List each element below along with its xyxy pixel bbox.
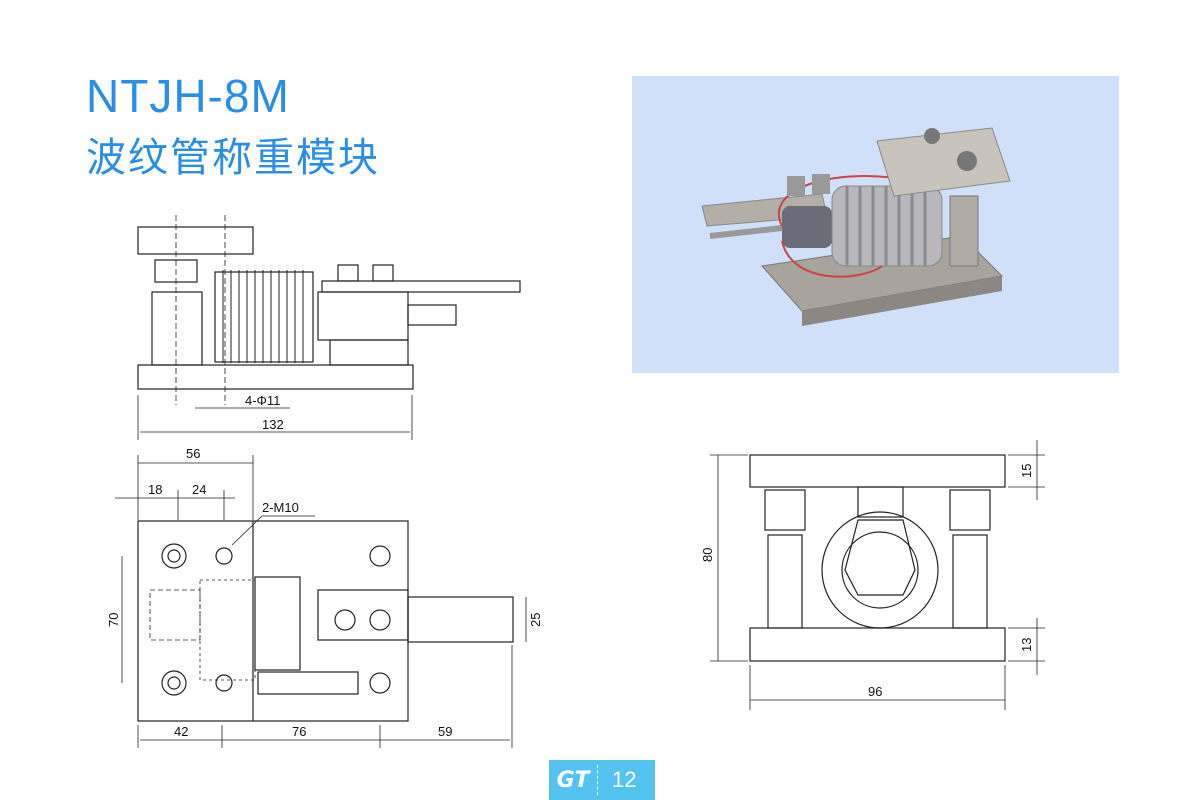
dimension-15: 15 bbox=[1019, 464, 1034, 478]
weighing-module-image bbox=[701, 127, 1011, 326]
dimension-70: 70 bbox=[106, 613, 121, 627]
dimension-59: 59 bbox=[438, 724, 452, 739]
dimension-42: 42 bbox=[174, 724, 188, 739]
page-number: 12 bbox=[612, 767, 637, 792]
top-view-drawing: 56 18 24 2-M10 70 25 42 76 59 bbox=[106, 446, 543, 748]
dimension-18: 18 bbox=[148, 482, 162, 497]
product-model-title: NTJH-8M bbox=[86, 70, 290, 122]
dimension-76: 76 bbox=[292, 724, 306, 739]
product-photo bbox=[632, 76, 1119, 373]
dimension-56: 56 bbox=[186, 446, 200, 461]
product-name-title: 波纹管称重模块 bbox=[86, 135, 380, 181]
company-logo: GT bbox=[556, 767, 590, 793]
side-view-drawing: 4-Φ11 132 bbox=[137, 215, 521, 440]
hole-spec-label: 4-Φ11 bbox=[245, 393, 280, 408]
dimension-80: 80 bbox=[700, 548, 715, 562]
dimension-24: 24 bbox=[192, 482, 206, 497]
dimension-13: 13 bbox=[1019, 638, 1034, 652]
length-dimension-132: 132 bbox=[262, 417, 284, 432]
footer-divider bbox=[597, 765, 598, 795]
thread-spec-label: 2-M10 bbox=[262, 500, 299, 515]
page-footer: GT 12 bbox=[549, 760, 655, 800]
front-view-drawing: 15 80 13 96 bbox=[700, 440, 1045, 710]
dimension-96: 96 bbox=[868, 684, 882, 699]
dimension-25: 25 bbox=[528, 613, 543, 627]
